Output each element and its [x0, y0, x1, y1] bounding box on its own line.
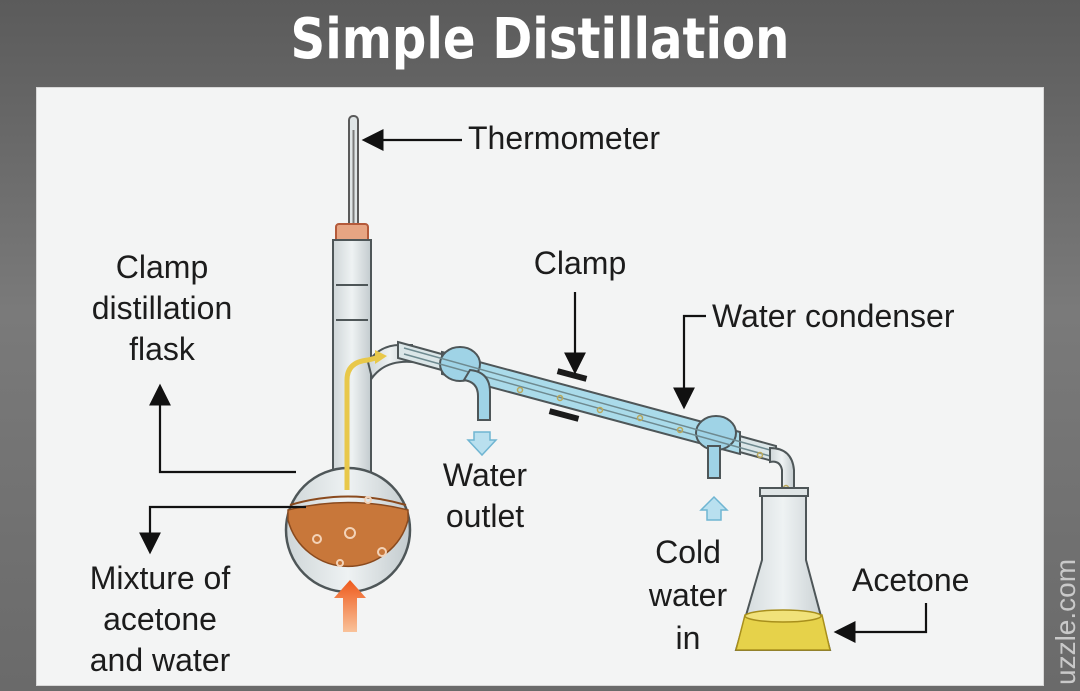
clamp-flask-pointer — [149, 383, 296, 474]
label-clamp-flask-line1: Clamp — [115, 249, 209, 285]
diagram-title: Simple Distillation — [290, 7, 790, 72]
label-water-condenser: Water condenser — [712, 298, 955, 334]
vapor-arrow-icon — [375, 350, 387, 364]
label-mixture-line2: acetone — [103, 601, 217, 637]
label-clamp: Clamp — [533, 245, 627, 281]
label-mixture-line3: and water — [89, 642, 231, 678]
receiving-flask — [734, 487, 832, 651]
label-water-outlet-line1: Water — [442, 457, 528, 493]
label-cold-water-line3: in — [675, 620, 701, 656]
condenser-pointer — [673, 314, 706, 410]
label-clamp-flask-line2: distillation — [91, 290, 233, 326]
water-in-arrow-icon — [699, 495, 729, 521]
acetone-pointer — [833, 603, 928, 643]
water-condenser — [397, 340, 777, 479]
label-cold-water-line1: Cold — [655, 534, 721, 570]
label-thermometer: Thermometer — [468, 120, 661, 156]
label-acetone: Acetone — [852, 562, 970, 598]
vapor-path — [344, 354, 381, 490]
watermark-text: uzzle.com — [1050, 558, 1080, 685]
heat-arrow-icon — [334, 580, 366, 632]
water-out-arrow-icon — [466, 431, 498, 457]
watermark: uzzle.com — [1046, 520, 1080, 690]
label-pointers — [139, 129, 928, 643]
label-clamp-flask-line3: flask — [129, 331, 195, 367]
label-mixture-line1: Mixture of — [89, 560, 231, 596]
mixture-pointer — [139, 505, 306, 555]
label-cold-water-line2: water — [648, 577, 728, 613]
label-water-outlet-line2: outlet — [445, 498, 525, 534]
